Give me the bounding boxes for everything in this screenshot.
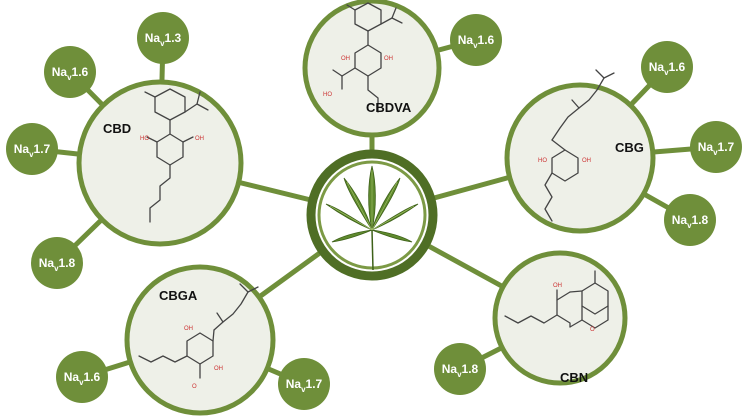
- center-hub: [306, 149, 438, 281]
- svg-text:O: O: [590, 327, 595, 333]
- compound-cbn: OH O CBN: [492, 250, 628, 386]
- svg-text:O: O: [192, 384, 197, 390]
- cbn-structure: OH O: [504, 270, 609, 333]
- svg-text:OH: OH: [553, 283, 562, 289]
- svg-text:Nav1.6: Nav1.6: [64, 370, 101, 387]
- channel-bubbles: Nav1.3 Nav1.6 Nav1.7 Nav1.8 Nav1.6 Nav1.…: [6, 12, 742, 410]
- svg-text:Nav1.8: Nav1.8: [39, 256, 76, 273]
- channel-bubble: Nav1.7: [690, 121, 742, 173]
- svg-text:Nav1.7: Nav1.7: [286, 377, 323, 394]
- channel-bubble: Nav1.7: [278, 358, 330, 410]
- svg-text:Nav1.7: Nav1.7: [698, 140, 735, 157]
- svg-text:OH: OH: [384, 56, 393, 62]
- svg-text:Nav1.8: Nav1.8: [672, 213, 709, 230]
- channel-bubble: Nav1.6: [641, 41, 693, 93]
- svg-text:OH: OH: [341, 56, 350, 62]
- channel-bubble: Nav1.6: [450, 14, 502, 66]
- cannabis-leaf-icon: [325, 165, 419, 271]
- compound-cbga: OH OH O CBGA: [124, 264, 276, 416]
- channel-bubble: Nav1.3: [137, 12, 189, 64]
- svg-text:OH: OH: [184, 326, 193, 332]
- channel-bubble: Nav1.8: [31, 237, 83, 289]
- svg-text:Nav1.6: Nav1.6: [52, 65, 89, 82]
- compound-name: CBN: [560, 370, 588, 385]
- compound-cbdva: OH OH HO CBDVA: [302, 0, 442, 138]
- compound-name: CBG: [615, 140, 644, 155]
- channel-bubble: Nav1.7: [6, 123, 58, 175]
- svg-text:OH: OH: [195, 136, 204, 142]
- svg-text:OH: OH: [582, 158, 591, 164]
- channel-bubble: Nav1.6: [44, 46, 96, 98]
- cbd-structure: HO OH: [140, 88, 209, 223]
- compound-name: CBGA: [159, 288, 198, 303]
- cbg-structure: HO OH: [538, 69, 615, 222]
- svg-text:Nav1.8: Nav1.8: [442, 362, 479, 379]
- svg-text:HO: HO: [538, 158, 547, 164]
- svg-text:OH: OH: [214, 366, 223, 372]
- compound-cbg: HO OH CBG: [504, 69, 656, 234]
- channel-bubble: Nav1.8: [434, 343, 486, 395]
- cbga-structure: OH OH O: [138, 283, 259, 390]
- svg-text:Nav1.7: Nav1.7: [14, 142, 51, 159]
- compound-cbd: HO OH CBD: [76, 79, 244, 247]
- compound-name: CBD: [103, 121, 131, 136]
- svg-text:Nav1.6: Nav1.6: [458, 33, 495, 50]
- channel-bubble: Nav1.8: [664, 194, 716, 246]
- compound-name: CBDVA: [366, 100, 412, 115]
- svg-text:Nav1.6: Nav1.6: [649, 60, 686, 77]
- channel-bubble: Nav1.6: [56, 351, 108, 403]
- cbdva-structure: OH OH HO: [323, 2, 403, 113]
- svg-text:HO: HO: [140, 136, 149, 142]
- svg-text:Nav1.3: Nav1.3: [145, 31, 182, 48]
- svg-text:HO: HO: [323, 92, 332, 98]
